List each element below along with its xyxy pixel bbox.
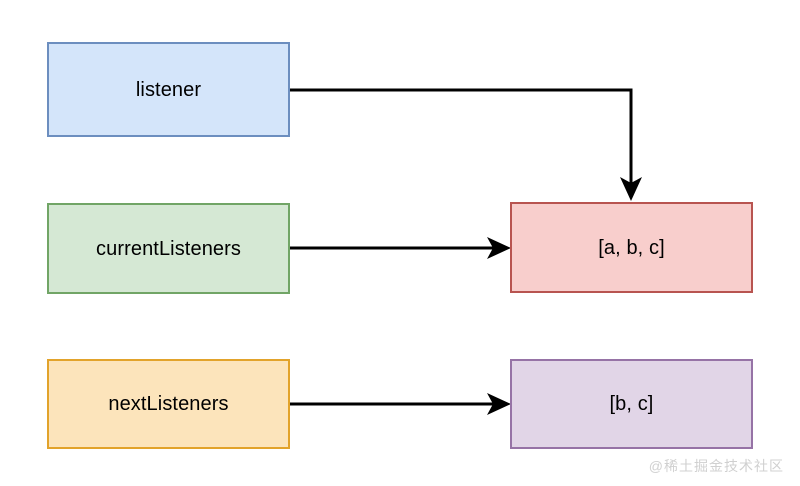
- edge-current-listeners-to-abc: [290, 237, 511, 259]
- node-listener[interactable]: listener: [47, 42, 290, 137]
- edge-listener-to-abc: [290, 88, 642, 201]
- node-array-bc[interactable]: [b, c]: [510, 359, 753, 449]
- edge-next-listeners-to-bc: [290, 393, 511, 415]
- node-array-abc[interactable]: [a, b, c]: [510, 202, 753, 293]
- node-next-listeners[interactable]: nextListeners: [47, 359, 290, 449]
- node-current-listeners[interactable]: currentListeners: [47, 203, 290, 294]
- watermark: @稀土掘金技术社区: [648, 458, 784, 474]
